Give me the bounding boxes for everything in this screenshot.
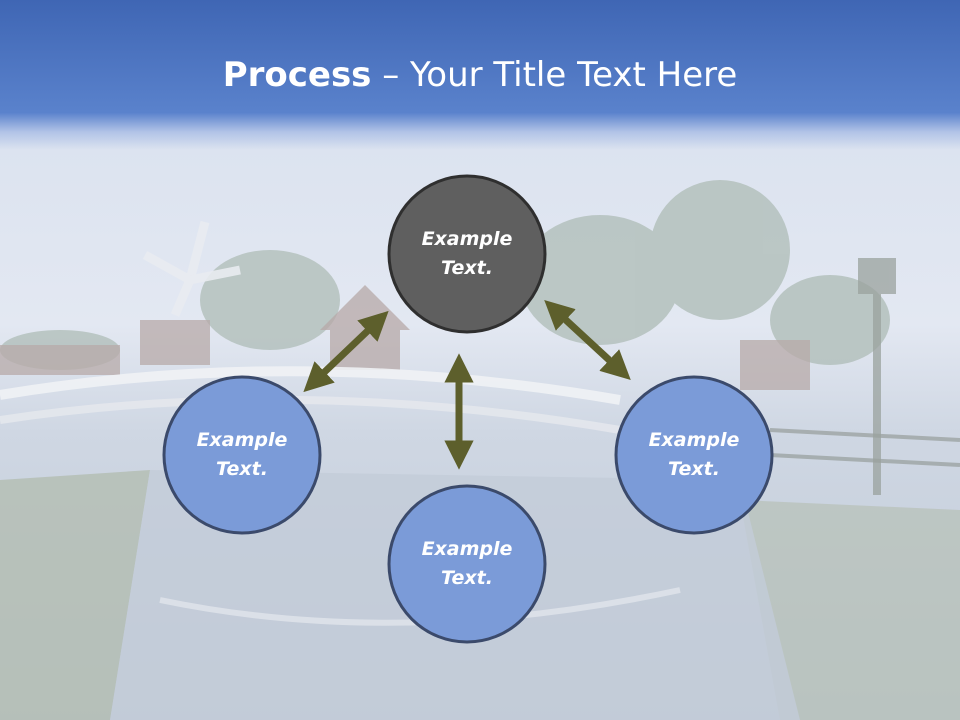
node-bottom-circle xyxy=(387,484,547,644)
arrow-top-right xyxy=(544,300,631,380)
right-bank xyxy=(740,500,960,720)
page-title: Process – Your Title Text Here xyxy=(0,52,960,98)
node-right-label: Example Text. xyxy=(619,426,769,484)
node-left-circle xyxy=(162,375,322,535)
fence xyxy=(769,428,960,467)
node-top-line2: Text. xyxy=(441,257,493,279)
node-right-circle xyxy=(614,375,774,535)
node-left-line1: Example xyxy=(196,429,288,451)
left-bank xyxy=(0,470,150,720)
windmill xyxy=(142,220,241,317)
node-left-label: Example Text. xyxy=(167,426,317,484)
node-right-line2: Text. xyxy=(668,458,720,480)
node-top-label: Example Text. xyxy=(392,225,542,283)
arrows xyxy=(303,300,631,470)
title-band xyxy=(0,0,960,150)
node-bottom-label: Example Text. xyxy=(392,535,542,593)
node-bottom-line2: Text. xyxy=(441,567,493,589)
street-lamp xyxy=(858,258,896,495)
node-right-line1: Example xyxy=(648,429,740,451)
bridge-rail-lower xyxy=(0,395,621,434)
title-rest: – Your Title Text Here xyxy=(371,55,738,95)
node-bottom-line1: Example xyxy=(421,538,513,560)
node-left-line2: Text. xyxy=(216,458,268,480)
node-top-circle xyxy=(387,174,547,334)
node-top-line1: Example xyxy=(421,228,513,250)
bridge-reflection xyxy=(159,587,681,626)
title-bold: Process xyxy=(222,55,372,95)
arrow-top-left xyxy=(303,310,389,393)
